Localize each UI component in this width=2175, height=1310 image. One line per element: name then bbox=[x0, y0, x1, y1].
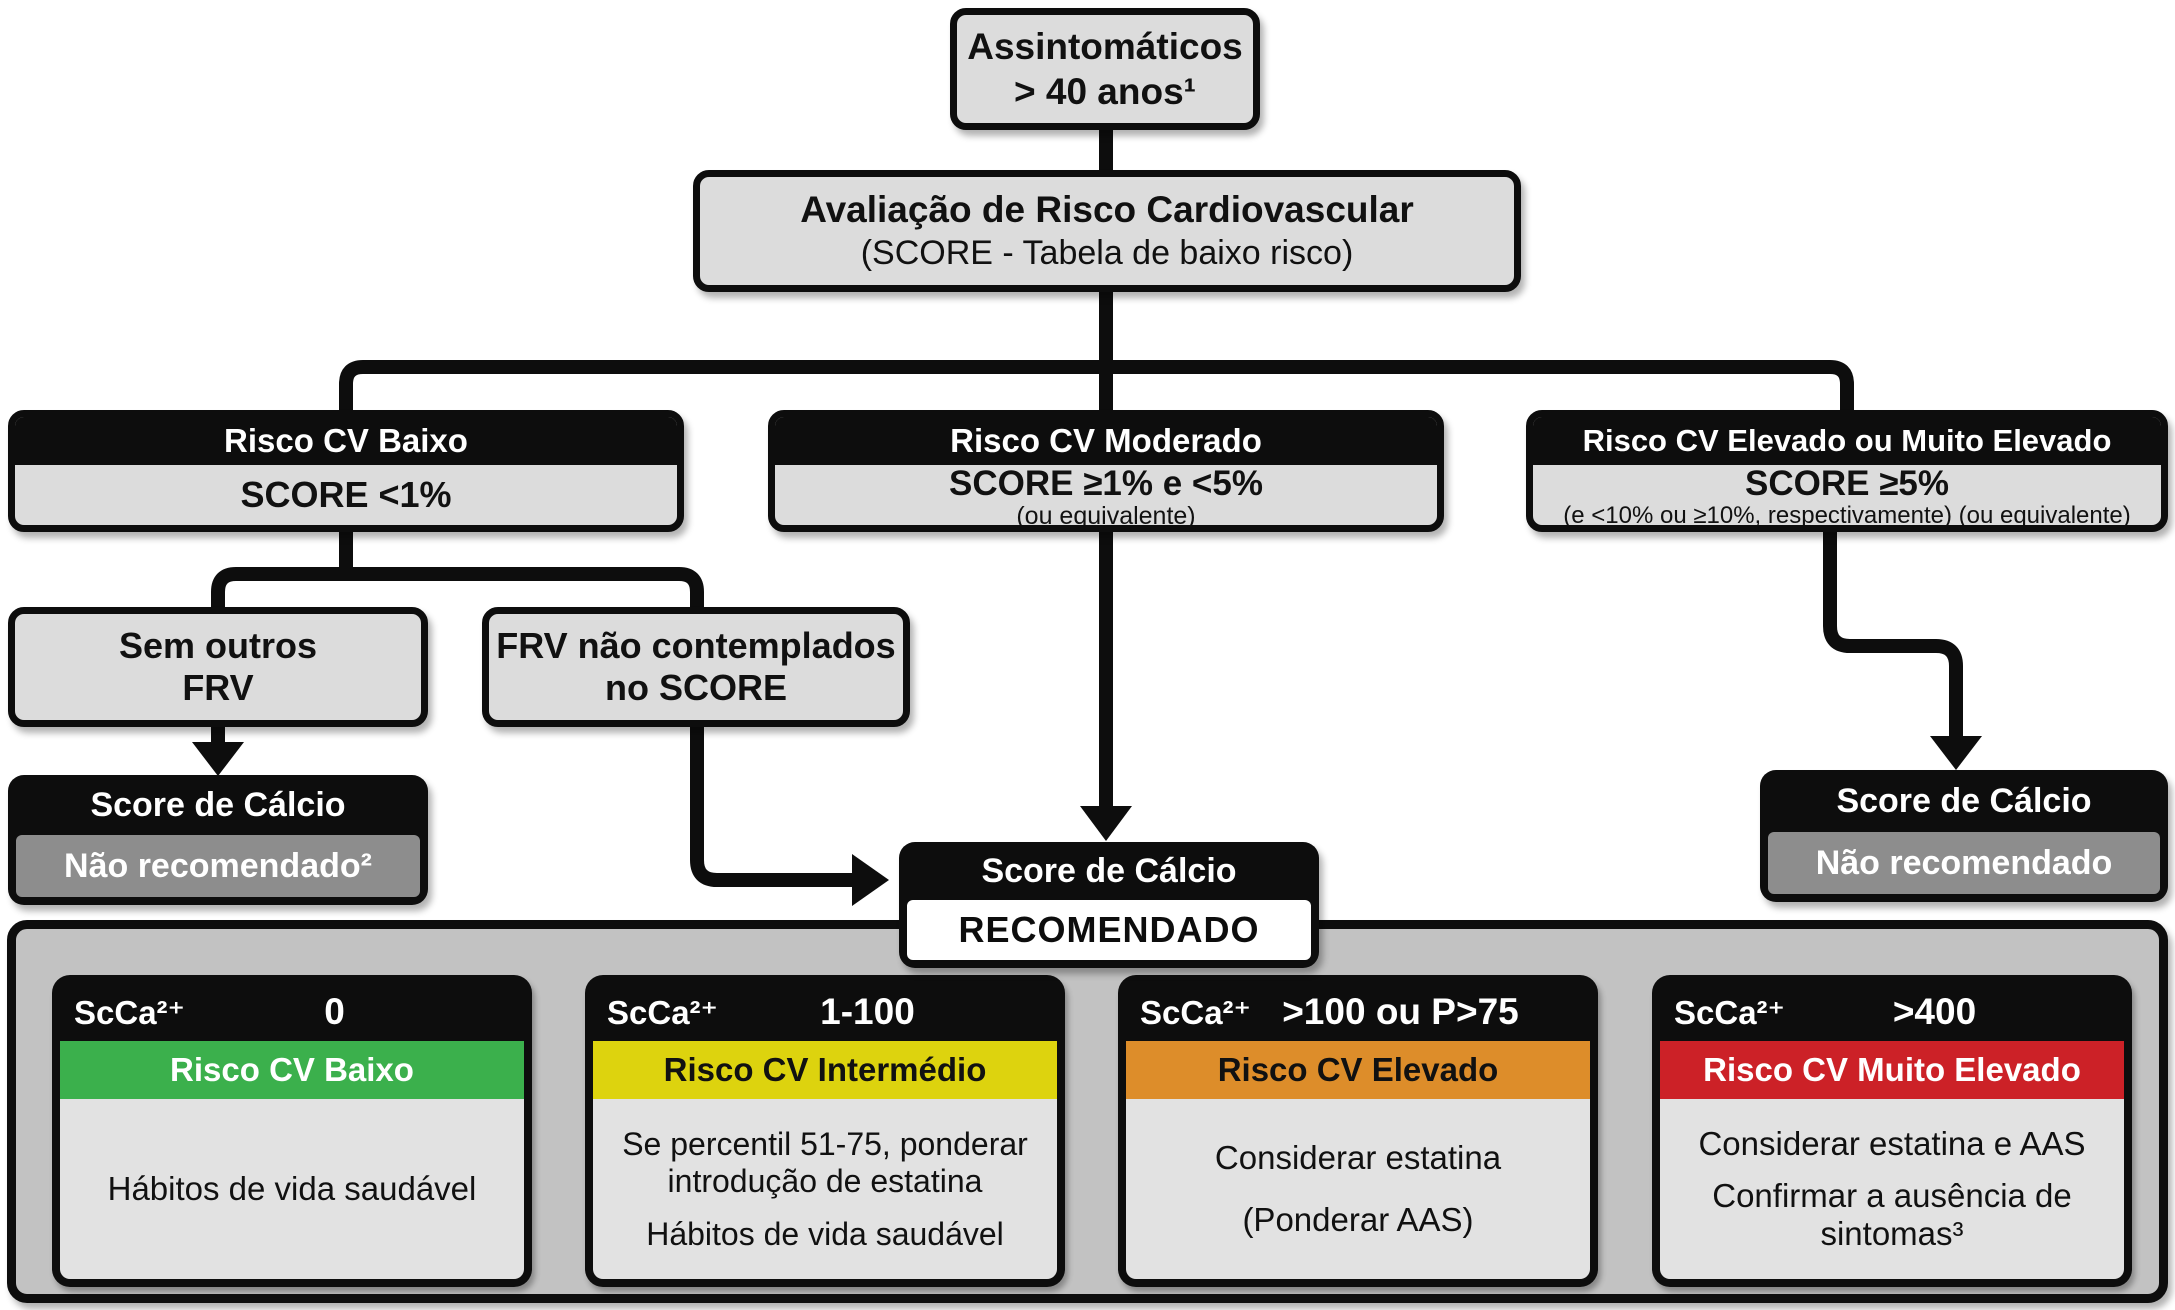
card-scca-1-100-body: Se percentil 51-75, ponderar introdução … bbox=[593, 1099, 1057, 1279]
arrowhead-down-right bbox=[1930, 736, 1982, 770]
frv-none-line2: FRV bbox=[182, 667, 254, 708]
card-scca-400-risk-band: Risco CV Muito Elevado bbox=[1660, 1041, 2124, 1099]
arrowhead-down-center bbox=[1080, 806, 1132, 841]
card-scca-400-body-line: Considerar estatina e AAS bbox=[1698, 1125, 2086, 1162]
branch-high-score: SCORE ≥5% bbox=[1745, 464, 1949, 503]
branch-low-box: Risco CV Baixo SCORE <1% bbox=[8, 410, 684, 532]
card-scca-0-body-line: Hábitos de vida saudável bbox=[107, 1170, 477, 1207]
card-scca-1-100-risk-band: Risco CV Intermédio bbox=[593, 1041, 1057, 1099]
card-scca-1-100-header: ScCa²⁺ 1-100 bbox=[593, 983, 1057, 1041]
branch-moderate-title: Risco CV Moderado bbox=[775, 417, 1437, 465]
calcium-left-status: Não recomendado² bbox=[16, 835, 420, 897]
card-scca-1-100-body-line: Se percentil 51-75, ponderar introdução … bbox=[622, 1125, 1028, 1199]
card-scca-0: ScCa²⁺ 0 Risco CV Baixo Hábitos de vida … bbox=[52, 975, 532, 1287]
card-scca-400-body: Considerar estatina e AAS Confirmar a au… bbox=[1660, 1099, 2124, 1279]
card-scca-0-risk-band: Risco CV Baixo bbox=[60, 1041, 524, 1099]
frv-extra-box: FRV não contemplados no SCORE bbox=[482, 607, 910, 727]
calcium-center-box: Score de Cálcio RECOMENDADO bbox=[899, 842, 1319, 968]
card-scca-0-body: Hábitos de vida saudável bbox=[60, 1099, 524, 1279]
assessment-subtitle: (SCORE - Tabela de baixo risco) bbox=[860, 234, 1354, 272]
branch-high-note: (e <10% ou ≥10%, respectivamente) (ou eq… bbox=[1563, 502, 2131, 529]
card-scca-400-header: ScCa²⁺ >400 bbox=[1660, 983, 2124, 1041]
calcium-center-title: Score de Cálcio bbox=[981, 851, 1237, 890]
card-scca-400-label: ScCa²⁺ bbox=[1674, 993, 1785, 1031]
branch-high-title: Risco CV Elevado ou Muito Elevado bbox=[1533, 417, 2161, 465]
card-scca-400-body-line: Confirmar a ausência de sintomas³ bbox=[1712, 1177, 2072, 1252]
card-scca-400: ScCa²⁺ >400 Risco CV Muito Elevado Consi… bbox=[1652, 975, 2132, 1287]
card-scca-1-100: ScCa²⁺ 1-100 Risco CV Intermédio Se perc… bbox=[585, 975, 1065, 1287]
start-line1: Assintomáticos bbox=[967, 26, 1243, 67]
frv-extra-line1: FRV não contemplados bbox=[496, 625, 896, 666]
branch-moderate-score: SCORE ≥1% e <5% bbox=[949, 464, 1263, 503]
connector-branch-bar bbox=[339, 360, 1854, 414]
connector-low-split-bar bbox=[211, 567, 704, 610]
card-scca-100-p75-body-line: Considerar estatina bbox=[1214, 1139, 1502, 1176]
branch-moderate-note: (ou equivalente) bbox=[1016, 502, 1196, 530]
start-box: Assintomáticos > 40 anos¹ bbox=[950, 8, 1260, 130]
card-scca-0-value: 0 bbox=[324, 991, 345, 1032]
calcium-right-box: Score de Cálcio Não recomendado bbox=[1760, 770, 2168, 902]
card-scca-400-value: >400 bbox=[1892, 991, 1977, 1032]
frv-none-line1: Sem outros bbox=[118, 625, 318, 666]
card-scca-1-100-label: ScCa²⁺ bbox=[607, 993, 718, 1031]
card-scca-1-100-body-line: Hábitos de vida saudável bbox=[646, 1215, 1004, 1252]
card-scca-100-p75-header: ScCa²⁺ >100 ou P>75 bbox=[1126, 983, 1590, 1041]
calcium-left-box: Score de Cálcio Não recomendado² bbox=[8, 775, 428, 905]
frv-none-box: Sem outros FRV bbox=[8, 607, 428, 727]
branch-low-score: SCORE <1% bbox=[240, 474, 452, 515]
branch-moderate-box: Risco CV Moderado SCORE ≥1% e <5% (ou eq… bbox=[768, 410, 1444, 532]
calcium-right-title: Score de Cálcio bbox=[1836, 781, 2092, 820]
calcium-left-title: Score de Cálcio bbox=[90, 785, 346, 824]
assessment-title: Avaliação de Risco Cardiovascular bbox=[800, 189, 1414, 230]
assessment-box: Avaliação de Risco Cardiovascular (SCORE… bbox=[693, 170, 1521, 292]
branch-low-title: Risco CV Baixo bbox=[15, 417, 677, 465]
calcium-right-status: Não recomendado bbox=[1768, 832, 2160, 894]
arrowhead-down-left bbox=[192, 742, 244, 776]
card-scca-100-p75-body: Considerar estatina (Ponderar AAS) bbox=[1126, 1099, 1590, 1279]
card-scca-100-p75-value: >100 ou P>75 bbox=[1282, 991, 1519, 1032]
start-line2: > 40 anos¹ bbox=[1013, 71, 1196, 112]
arrowhead-right-frvextra bbox=[852, 854, 889, 906]
connector-high-to-notrecommended bbox=[1823, 524, 1963, 736]
card-scca-100-p75-label: ScCa²⁺ bbox=[1140, 993, 1251, 1031]
connector-frvextra-to-recommended bbox=[690, 723, 852, 887]
card-scca-0-label: ScCa²⁺ bbox=[74, 993, 185, 1031]
frv-extra-line2: no SCORE bbox=[604, 667, 787, 708]
card-scca-100-p75: ScCa²⁺ >100 ou P>75 Risco CV Elevado Con… bbox=[1118, 975, 1598, 1287]
card-scca-100-p75-risk-band: Risco CV Elevado bbox=[1126, 1041, 1590, 1099]
card-scca-0-header: ScCa²⁺ 0 bbox=[60, 983, 524, 1041]
branch-high-box: Risco CV Elevado ou Muito Elevado SCORE … bbox=[1526, 410, 2168, 532]
card-scca-1-100-value: 1-100 bbox=[820, 991, 915, 1032]
calcium-center-status: RECOMENDADO bbox=[907, 900, 1311, 960]
card-scca-100-p75-body-line: (Ponderar AAS) bbox=[1242, 1201, 1474, 1238]
